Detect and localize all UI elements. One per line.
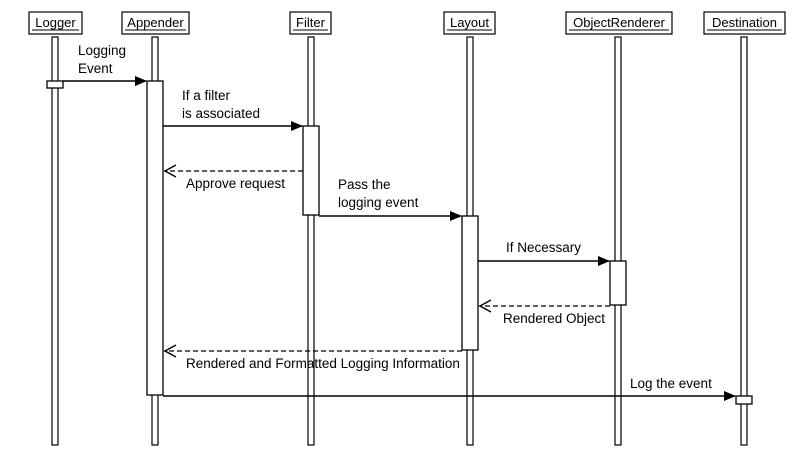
message-if-necessary: If Necessary bbox=[478, 240, 610, 266]
participant-object-renderer: ObjectRenderer bbox=[565, 11, 673, 35]
participant-filter: Filter bbox=[289, 11, 332, 35]
activation-destination bbox=[735, 395, 753, 405]
message-label: If a filter bbox=[182, 88, 231, 103]
message-label: Logging bbox=[78, 43, 126, 58]
activation-logger bbox=[46, 80, 64, 89]
participant-label: Appender bbox=[127, 15, 184, 30]
message-log-the-event: Log the event bbox=[163, 376, 736, 401]
activation-object-renderer bbox=[609, 260, 627, 306]
participant-label: Destination bbox=[712, 15, 777, 30]
message-label: Approve request bbox=[186, 176, 285, 191]
participant-logger: Logger bbox=[28, 11, 83, 35]
participant-label: Layout bbox=[450, 15, 489, 30]
lifeline-filter bbox=[307, 36, 315, 446]
message-rendered-formatted-info: Rendered and Formatted Logging Informati… bbox=[163, 344, 462, 371]
message-label: Rendered and Formatted Logging Informati… bbox=[186, 356, 460, 371]
activation-filter bbox=[302, 125, 320, 216]
message-label: Event bbox=[78, 61, 113, 76]
lifeline-object-renderer bbox=[614, 36, 622, 446]
message-approve-request: Approve request bbox=[163, 164, 303, 191]
message-label: logging event bbox=[338, 195, 419, 210]
participant-appender: Appender bbox=[121, 11, 190, 35]
message-pass-logging-event: Pass the logging event bbox=[319, 177, 462, 221]
participant-label: Logger bbox=[35, 15, 76, 30]
participant-layout: Layout bbox=[443, 11, 496, 35]
message-if-filter-associated: If a filter is associated bbox=[163, 88, 303, 131]
lifeline-destination bbox=[740, 36, 748, 446]
message-label: Log the event bbox=[630, 376, 712, 391]
activation-appender bbox=[146, 80, 164, 396]
message-label: is associated bbox=[182, 106, 260, 121]
lifeline-logger bbox=[51, 36, 59, 446]
participant-label: ObjectRenderer bbox=[573, 15, 665, 30]
message-label: Pass the bbox=[338, 177, 391, 192]
message-logging-event: Logging Event bbox=[63, 43, 147, 86]
message-rendered-object: Rendered Object bbox=[478, 299, 610, 326]
participant-label: Filter bbox=[296, 15, 326, 30]
activation-layout bbox=[461, 215, 479, 351]
message-label: Rendered Object bbox=[503, 311, 605, 326]
message-label: If Necessary bbox=[506, 240, 581, 255]
participant-destination: Destination bbox=[703, 11, 786, 35]
